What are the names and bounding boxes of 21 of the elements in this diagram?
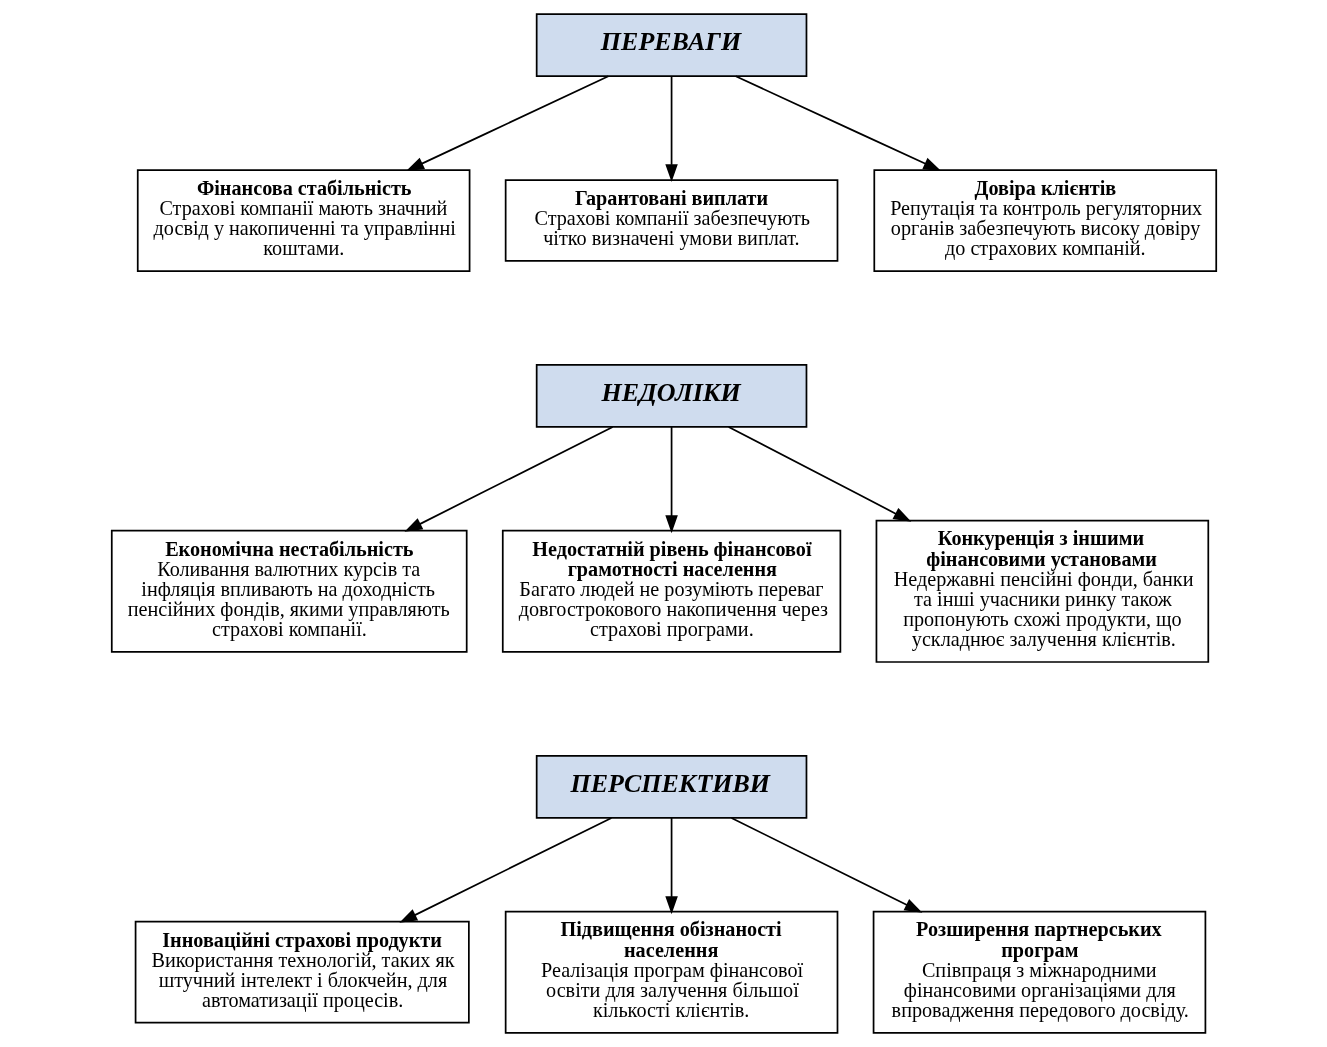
node-box: Недостатній рівень фінансової грамотності населення Багато людей не розуміють переваг довгострокового накопичення через страхові програми. xyxy=(501,529,841,653)
arrow xyxy=(664,817,678,915)
node-box: Підвищення обізнаності населення Реалізація програм фінансової освіти для залучення більшої кількості клієнтів. xyxy=(504,910,838,1034)
node-box: Розширення партнерських програм Співпраця з міжнародними фінансовими організаціями для впровадження передового досвіду. xyxy=(872,910,1206,1034)
node-box: Інноваційні страхові продукти Використання технологій, таких як штучний інтелект і блокчейн, для автоматизації процесів. xyxy=(134,920,470,1024)
node-box: Фінансова стабільність Страхові компанії мають значний досвід у накопиченні та управлінні коштами. xyxy=(136,169,470,272)
arrow xyxy=(734,75,941,172)
arrow xyxy=(727,426,911,522)
arrow xyxy=(405,75,609,172)
node-box: ПЕРЕВАГИ xyxy=(535,13,807,78)
arrow xyxy=(664,426,678,534)
node-box: ПЕРСПЕКТИВИ xyxy=(535,754,807,819)
arrow xyxy=(398,817,612,923)
node-box: НЕДОЛІКИ xyxy=(535,363,807,428)
node-box: Довіра клієнтів Репутація та контроль регуляторних органів забезпечують високу довіру до страхових компаній. xyxy=(872,169,1217,272)
node-box: Гарантовані виплати Страхові компанії забезпечують чітко визначені умови виплат. xyxy=(504,179,838,262)
node-box: Економічна нестабільність Коливання валютних курсів та інфляція впливають на доходність пенсійних фондів, якими управляють страхові компанії. xyxy=(110,529,468,653)
arrow xyxy=(664,75,678,183)
node-box: Конкуренція з іншими фінансовими установами Недержавні пенсійні фонди, банки та інші учасники ринку також пропонують схожі продукти, що ускладнює залучення клієнтів. xyxy=(875,519,1209,663)
arrow xyxy=(403,426,614,532)
arrow xyxy=(730,817,922,913)
